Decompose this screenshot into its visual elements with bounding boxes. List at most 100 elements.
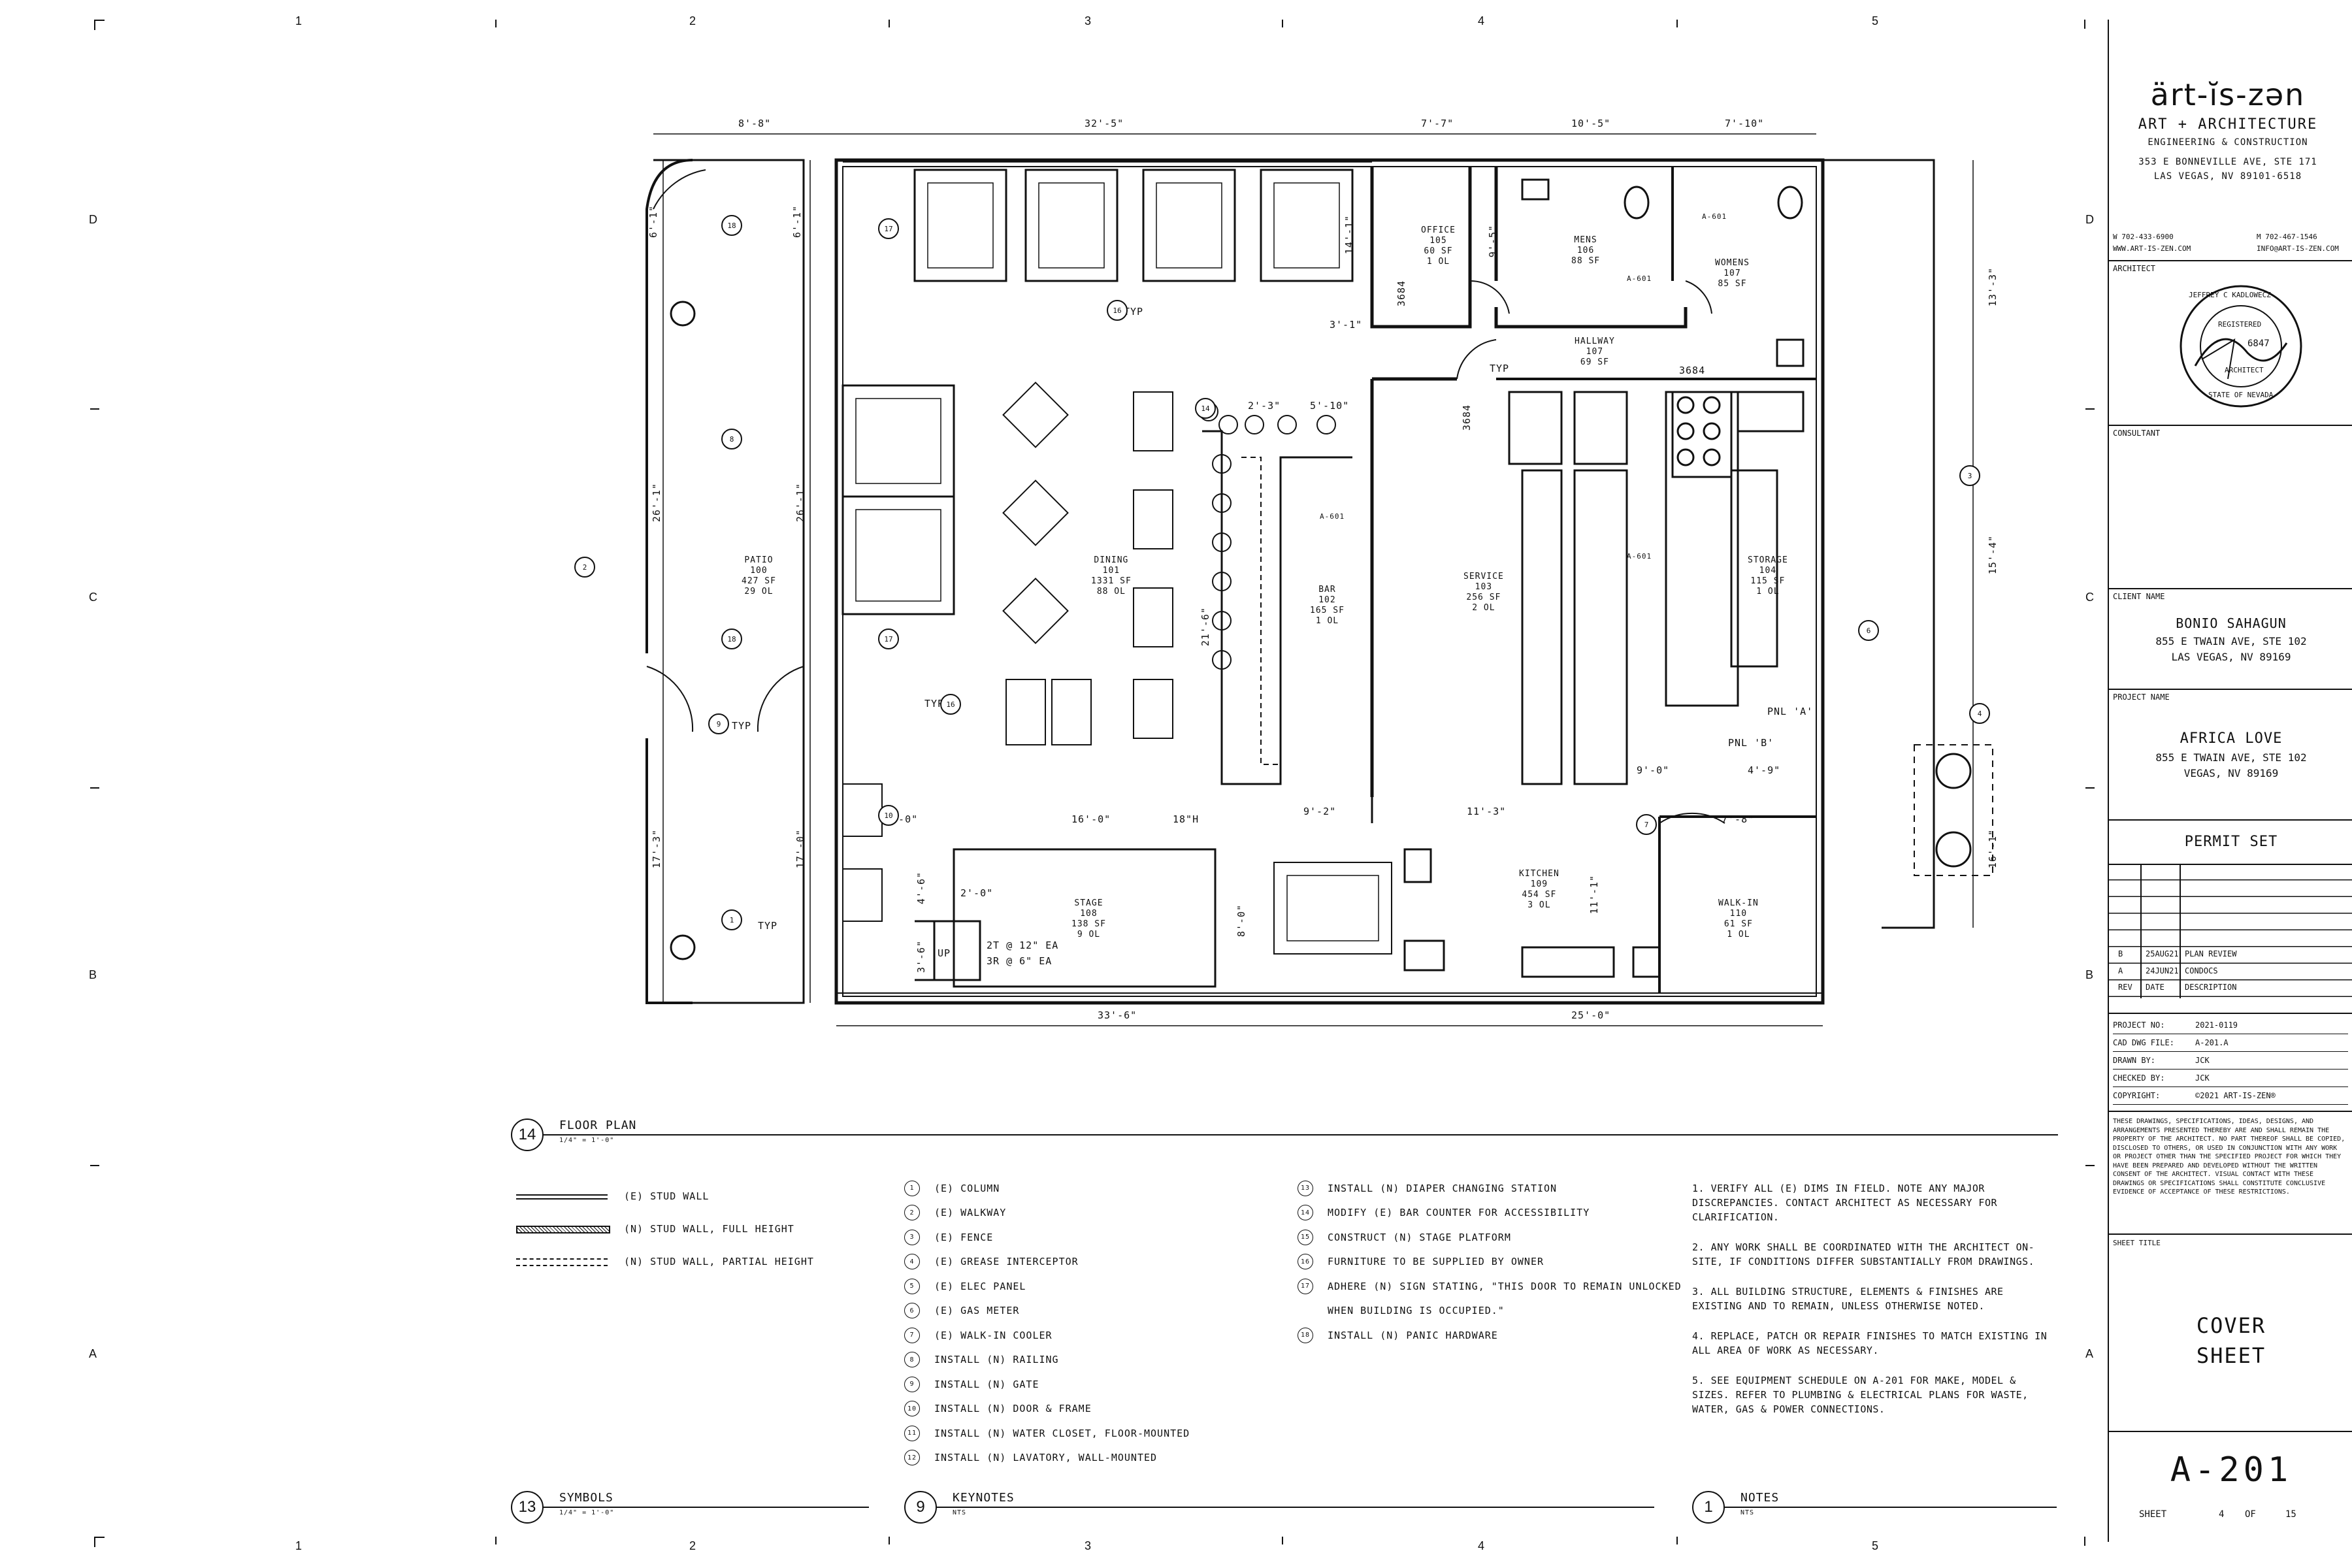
revision-row: REV DATE DESCRIPTION: [2109, 979, 2352, 996]
firm-email: INFO@ART-IS-ZEN.COM: [2257, 244, 2339, 253]
grid-row-a-right: A: [2085, 1347, 2094, 1360]
floor-plan-title: FLOOR PLAN: [559, 1119, 637, 1132]
info-value: JCK: [2195, 1056, 2210, 1065]
sheet-number: A-201: [2170, 1450, 2293, 1490]
keynote-number-icon: 9: [904, 1376, 920, 1392]
keynote-item: 3(E) FENCE: [904, 1225, 1190, 1250]
symbols-title: SYMBOLS: [559, 1491, 613, 1505]
keynote-number-icon: 7: [904, 1327, 920, 1343]
typ-label-3: TYP: [924, 698, 945, 710]
keynote-number-icon: 3: [904, 1229, 920, 1245]
grid-col-3-bottom: 3: [1085, 1539, 1092, 1552]
grid-row-c-right: C: [2085, 591, 2094, 604]
keynote-number-icon: 2: [904, 1205, 920, 1221]
grid-col-4-bottom: 4: [1478, 1539, 1485, 1552]
revision-date: 25AUG21: [2146, 949, 2179, 958]
svg-text:18: 18: [727, 635, 736, 644]
keynote-text: (E) ELEC PANEL: [934, 1280, 1026, 1292]
sheet-title-1: COVER: [2196, 1313, 2266, 1338]
grid-row-d-right: D: [2085, 213, 2094, 226]
svg-text:14: 14: [1201, 404, 1210, 413]
tb-sep: [2109, 425, 2352, 426]
notes-title-bubble: 1: [1692, 1491, 1725, 1524]
keynote-item: 1(E) COLUMN: [904, 1176, 1190, 1201]
corner-tick-tr: [2084, 20, 2095, 29]
grid-row-b-left: B: [89, 968, 97, 981]
symbols-title-line: [542, 1507, 869, 1508]
dim-bottom-1: 33'-6": [1098, 1009, 1137, 1021]
disclaimer: THESE DRAWINGS, SPECIFICATIONS, IDEAS, D…: [2113, 1118, 2345, 1196]
grid-col-1-top: 1: [295, 14, 302, 27]
svg-text:3: 3: [1968, 472, 1972, 480]
sheet-total: 15: [2285, 1509, 2296, 1520]
firm-phone-m: M 702-467-1546: [2257, 233, 2317, 241]
client-name: BONIO SAHAGUN: [2176, 615, 2287, 631]
note-item: 5. SEE EQUIPMENT SCHEDULE ON A-201 FOR M…: [1692, 1375, 2029, 1415]
symbol-label-partial: (N) STUD WALL, PARTIAL HEIGHT: [624, 1256, 814, 1267]
tb-sep: [2109, 1013, 2352, 1014]
tick: [90, 1165, 99, 1166]
svg-text:7: 7: [1644, 821, 1649, 829]
svg-text:9: 9: [717, 720, 721, 728]
revision-rev: REV: [2118, 983, 2132, 992]
firm-tagline: ART + ARCHITECTURE: [2138, 116, 2318, 133]
svg-text:16: 16: [946, 700, 955, 709]
floor-plan-drawing: [645, 133, 1993, 1026]
keynote-item: 4(E) GREASE INTERCEPTOR: [904, 1250, 1190, 1275]
sheet-label: SHEET: [2139, 1509, 2167, 1520]
dim-misc-5: 11'-3": [1467, 806, 1507, 817]
keynote-text: (E) GAS METER: [934, 1305, 1020, 1317]
keynote-text: INSTALL (N) PANIC HARDWARE: [1328, 1329, 1498, 1341]
symbol-new-full-wall: [516, 1226, 610, 1233]
keynote-number-icon: 5: [904, 1278, 920, 1294]
typ-label-2: TYP: [732, 720, 752, 732]
tick: [889, 1537, 890, 1544]
tick: [90, 408, 99, 410]
detail-tag-3: A-601: [1627, 274, 1652, 283]
keynote-number-icon: 11: [904, 1425, 920, 1441]
keynote-number-icon: 8: [904, 1352, 920, 1368]
revision-date: DATE: [2146, 983, 2164, 992]
seal-registered: REGISTERED: [2218, 320, 2262, 329]
tb-sep: [2109, 689, 2352, 690]
svg-text:17: 17: [884, 225, 892, 233]
tb-sep: [2109, 1431, 2352, 1432]
revision-rev: A: [2118, 966, 2123, 975]
keynotes-title-line: [936, 1507, 1654, 1508]
dim-top-5: 7'-10": [1725, 118, 1765, 129]
tick: [495, 1537, 497, 1544]
client-label: CLIENT NAME: [2113, 592, 2165, 601]
project-label: PROJECT NAME: [2113, 693, 2170, 702]
tb-sep: [2109, 819, 2352, 821]
notes-title-line: [1723, 1507, 2057, 1508]
client-address-1: 855 E TWAIN AVE, STE 102: [2155, 635, 2307, 647]
typ-label: TYP: [1124, 306, 1144, 318]
consultant-label: CONSULTANT: [2113, 429, 2161, 438]
keynote-number-icon: 1: [904, 1180, 920, 1196]
info-value: ©2021 ART-IS-ZEN®: [2195, 1091, 2276, 1100]
keynote-text: WHEN BUILDING IS OCCUPIED.": [1328, 1305, 1505, 1317]
client-address-2: LAS VEGAS, NV 89169: [2171, 651, 2291, 663]
note-item: 2. ANY WORK SHALL BE COORDINATED WITH TH…: [1692, 1241, 2035, 1267]
symbol-label-full: (N) STUD WALL, FULL HEIGHT: [624, 1223, 794, 1235]
keynote-item: 7(E) WALK-IN COOLER: [904, 1323, 1190, 1348]
revision-desc: DESCRIPTION: [2185, 983, 2237, 992]
keynote-text: INSTALL (N) DIAPER CHANGING STATION: [1328, 1182, 1558, 1194]
dim-misc-6: 9'-0": [1637, 764, 1670, 776]
detail-tag-2: A-601: [1627, 552, 1652, 561]
svg-text:1: 1: [730, 916, 734, 924]
tick: [1282, 1537, 1283, 1544]
dim-top-2: 32'-5": [1085, 118, 1124, 129]
keynote-item: 5 (E) ELEC PANEL: [904, 1274, 1190, 1299]
grid-row-b-right: B: [2085, 968, 2094, 981]
panel-b-label: PNL 'B': [1728, 737, 1774, 749]
info-key: DRAWN BY:: [2113, 1056, 2156, 1065]
keynote-text: ADHERE (N) SIGN STATING, "THIS DOOR TO R…: [1328, 1280, 1682, 1292]
